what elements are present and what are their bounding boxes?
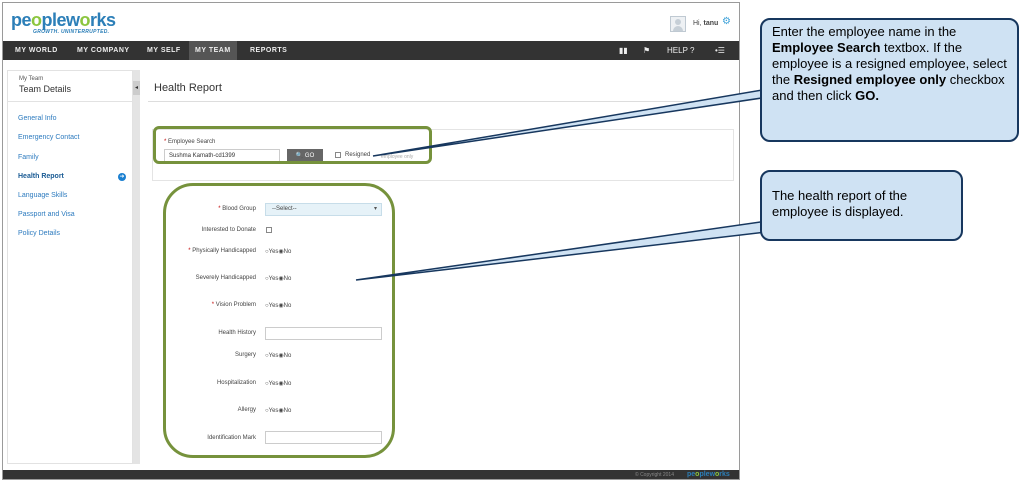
go-button[interactable]: 🔍 GO [287,149,323,163]
collapse-arrow-icon[interactable]: ◂ [133,81,140,95]
employee-search-label: * Employee Search [164,139,216,145]
sidebar-item-language-skills[interactable]: Language Skills [18,192,68,199]
nav-my-team[interactable]: MY TEAM [189,41,237,60]
surgery-label: Surgery [234,352,256,358]
hospitalization-radio[interactable]: ○Yes◉No [265,381,292,387]
book-icon[interactable]: ▮▮ [619,46,628,55]
sidebar-item-family[interactable]: Family [18,154,39,161]
footer: © Copyright 2014 peopleworks [3,470,739,479]
resigned-employee-checkbox[interactable] [335,152,341,158]
copyright-text: © Copyright 2014 [635,472,674,478]
user-greeting: Hi, tanu [693,20,719,27]
sidebar-title: Team Details [19,84,72,94]
logo-tagline: GROWTH. UNINTERRUPTED. [33,29,110,35]
nav-my-world[interactable]: MY WORLD [15,47,58,54]
sidebar-collapse-bar: ◂ [133,70,140,464]
help-button[interactable]: HELP ? [667,46,695,55]
title-divider [148,101,733,102]
settings-gear-icon[interactable]: ⚙ [722,16,731,27]
donate-label: Interested to Donate [201,227,256,233]
hospitalization-label: Hospitalization [216,380,256,386]
sidebar-subtitle: My Team [19,76,44,82]
search-highlight-box [153,126,432,164]
severely-handicapped-radio[interactable]: ○Yes◉No [265,276,292,282]
search-instruction-callout: Enter the employee name in the Employee … [760,18,1019,142]
allergy-label: Allergy [237,407,256,413]
form-highlight-box [163,183,395,458]
resigned-checkbox-label: Resigned [345,152,371,158]
vision-problem-radio[interactable]: ○Yes◉No [265,303,292,309]
sidebar-item-general-info[interactable]: General Info [18,115,57,122]
active-arrow-icon: ➜ [118,173,126,181]
sidebar-divider [8,101,132,102]
page-title: Health Report [154,82,222,94]
nav-reports[interactable]: REPORTS [250,47,288,54]
identification-mark-label: Identification Mark [207,435,256,441]
nav-my-company[interactable]: MY COMPANY [77,47,130,54]
sidebar-item-emergency-contact[interactable]: Emergency Contact [18,134,80,141]
top-bar: peopleworks GROWTH. UNINTERRUPTED. Hi, t… [3,3,739,40]
user-avatar[interactable] [670,16,686,32]
surgery-radio[interactable]: ○Yes◉No [265,353,292,359]
peopleworks-logo[interactable]: peopleworks [11,10,116,30]
flag-icon[interactable]: ⚑ [643,46,651,55]
search-icon: 🔍 [295,153,304,159]
blood-group-label: * Blood Group [218,206,256,212]
user-name: tanu [703,20,719,27]
physically-handicapped-label: * Physically Handicapped [188,248,256,254]
donate-checkbox[interactable] [266,227,272,233]
resigned-label-overflow: employee only [381,154,414,160]
team-details-sidebar: My Team Team Details General Info Emerge… [7,70,133,464]
physically-handicapped-radio[interactable]: ○Yes◉No [265,249,292,255]
main-nav: MY WORLD MY COMPANY MY SELF MY TEAM REPO… [3,41,739,60]
sidebar-item-health-report[interactable]: Health Report [18,173,64,180]
sidebar-item-passport-and-visa[interactable]: Passport and Visa [18,211,75,218]
health-history-field[interactable] [265,327,382,340]
health-history-label: Health History [218,330,256,336]
sidebar-item-policy-details[interactable]: Policy Details [18,230,61,237]
help-icon: ? [690,46,695,55]
severely-handicapped-label: Severely Handicapped [195,275,256,281]
allergy-radio[interactable]: ○Yes◉No [265,408,292,414]
health-report-callout: The health report of the employee is dis… [760,170,963,241]
vision-problem-label: * Vision Problem [211,302,256,308]
menu-icon[interactable]: •☰ [715,46,725,55]
footer-logo: peopleworks [687,471,730,478]
nav-my-self[interactable]: MY SELF [147,47,181,54]
